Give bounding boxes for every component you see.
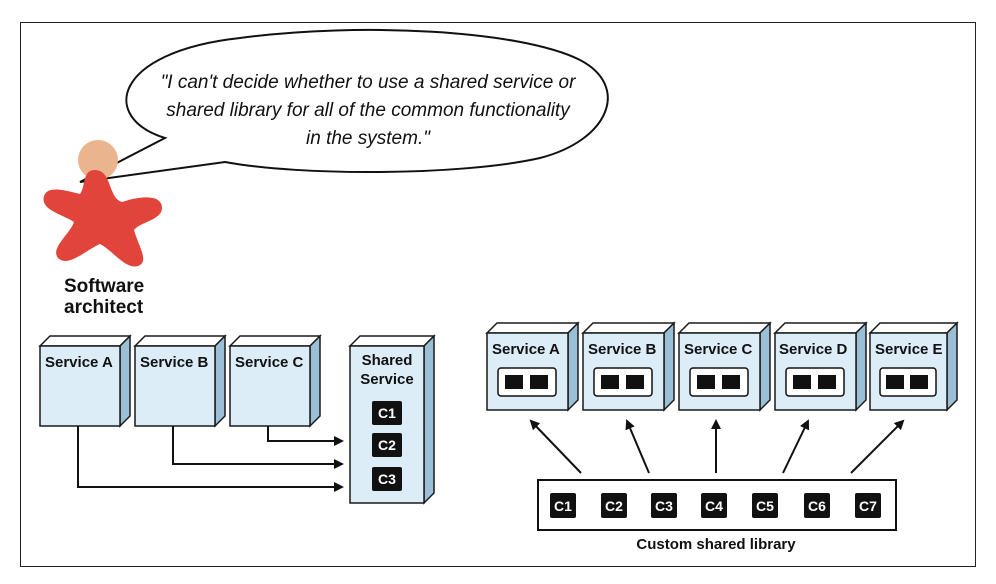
shared-service-title-2: Service	[360, 371, 413, 388]
arrow-library-to-service-d	[782, 419, 810, 474]
left-service-b: Service B	[133, 334, 227, 428]
left-service-c: Service C	[228, 334, 322, 428]
bubble-line-1: "I can't decide whether to use a shared …	[161, 72, 577, 93]
library-caption: Custom shared library	[636, 536, 796, 553]
diagram-frame	[20, 22, 976, 567]
right-service-d: Service D	[773, 321, 868, 412]
left-service-c-label: Service C	[235, 354, 304, 371]
shared-component-c3-label: C3	[378, 471, 396, 487]
speech-bubble: "I can't decide whether to use a shared …	[79, 28, 609, 183]
right-service-d-label: Service D	[779, 341, 848, 358]
right-service-a-label: Service A	[492, 341, 560, 358]
arrow-library-to-service-a	[529, 419, 582, 474]
library-component-c6: C6	[804, 493, 830, 518]
architect-label-line-1: Software	[64, 276, 144, 297]
arrow-service-b-to-shared	[172, 426, 344, 469]
shared-component-c2-label: C2	[378, 437, 396, 453]
library-component-c7-label: C7	[859, 498, 877, 514]
library-component-c3-label: C3	[655, 498, 673, 514]
shared-component-c1: C1	[372, 401, 402, 425]
shared-component-c2: C2	[372, 433, 402, 457]
arrow-library-to-service-b	[625, 419, 650, 474]
library-component-c2-label: C2	[605, 498, 623, 514]
library-component-c1-label: C1	[554, 498, 572, 514]
right-service-a: Service A	[485, 321, 580, 412]
shared-service-title-1: Shared	[362, 352, 413, 369]
left-service-a-label: Service A	[45, 354, 113, 371]
right-service-b: Service B	[581, 321, 676, 412]
right-service-c: Service C	[677, 321, 772, 412]
shared-component-c1-label: C1	[378, 405, 396, 421]
library-component-c3: C3	[651, 493, 677, 518]
library-component-c4-label: C4	[705, 498, 723, 514]
arrow-library-to-service-e	[850, 419, 905, 474]
right-service-c-label: Service C	[684, 341, 753, 358]
right-service-e: Service E	[868, 321, 959, 412]
bubble-line-3: in the system."	[306, 128, 431, 149]
library-component-c4: C4	[701, 493, 727, 518]
library-component-c2: C2	[601, 493, 627, 518]
right-service-b-label: Service B	[588, 341, 657, 358]
arrow-service-a-to-shared	[77, 426, 344, 492]
person-icon	[43, 140, 162, 267]
left-service-b-label: Service B	[140, 354, 209, 371]
left-service-a: Service A	[38, 334, 132, 428]
right-service-e-label: Service E	[875, 341, 943, 358]
library-component-c6-label: C6	[808, 498, 826, 514]
architect-label-line-2: architect	[64, 297, 144, 318]
bubble-line-2: shared library for all of the common fun…	[166, 100, 571, 121]
custom-shared-library: C1 C2 C3 C4 C5 C6 C7	[537, 479, 897, 531]
shared-component-c3: C3	[372, 467, 402, 491]
library-component-c5-label: C5	[756, 498, 774, 514]
shared-service-box: Shared Service C1 C2 C3	[348, 334, 436, 505]
library-component-c5: C5	[752, 493, 778, 518]
library-component-c1: C1	[550, 493, 576, 518]
library-component-c7: C7	[855, 493, 881, 518]
arrow-service-c-to-shared	[267, 426, 344, 446]
